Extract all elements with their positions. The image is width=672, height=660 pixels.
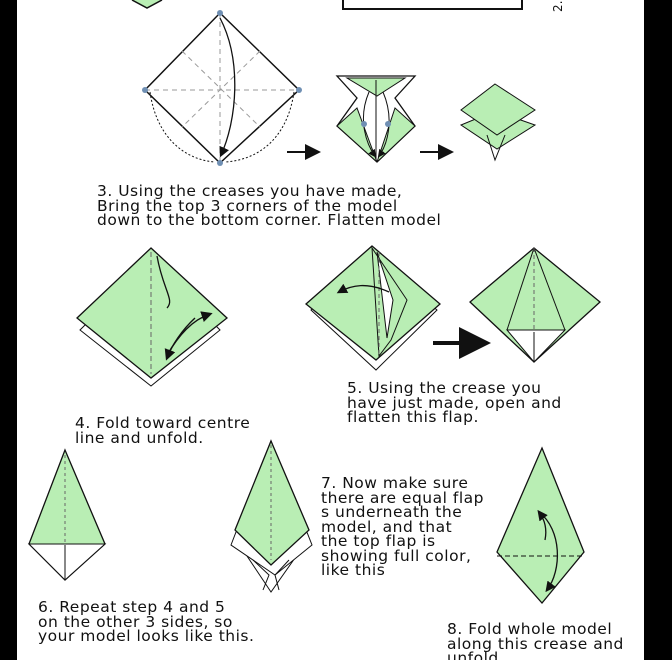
step7-diagram <box>230 439 313 593</box>
step5-open-flap-diagram <box>304 245 441 371</box>
step3-square-diagram <box>142 10 302 166</box>
cropped-side-text: 2… to… <box>551 0 565 12</box>
step3-square-base-result <box>459 83 537 162</box>
step6-caption: 6. Repeat step 4 and 5 on the other 3 si… <box>38 598 255 645</box>
step5-caption: 5. Using the crease you have just made, … <box>347 379 562 426</box>
step4-diagram <box>76 247 229 387</box>
step3-collapse-diagram <box>335 75 417 163</box>
previous-step-remnant <box>131 0 523 10</box>
step5-result-diagram <box>469 247 601 363</box>
step4-caption: 4. Fold toward centre line and unfold. <box>75 414 251 447</box>
step7-caption: 7. Now make sure there are equal flap s … <box>321 474 484 579</box>
step8-diagram <box>496 446 585 605</box>
instruction-sheet: 3. Using the creases you have made, Brin… <box>17 0 644 660</box>
step8-caption: 8. Fold whole model along this crease an… <box>447 620 624 660</box>
origami-diagrams <box>27 0 601 605</box>
step6-diagram <box>27 448 107 581</box>
step3-caption-text: 3. Using the creases you have made, Brin… <box>97 182 442 229</box>
